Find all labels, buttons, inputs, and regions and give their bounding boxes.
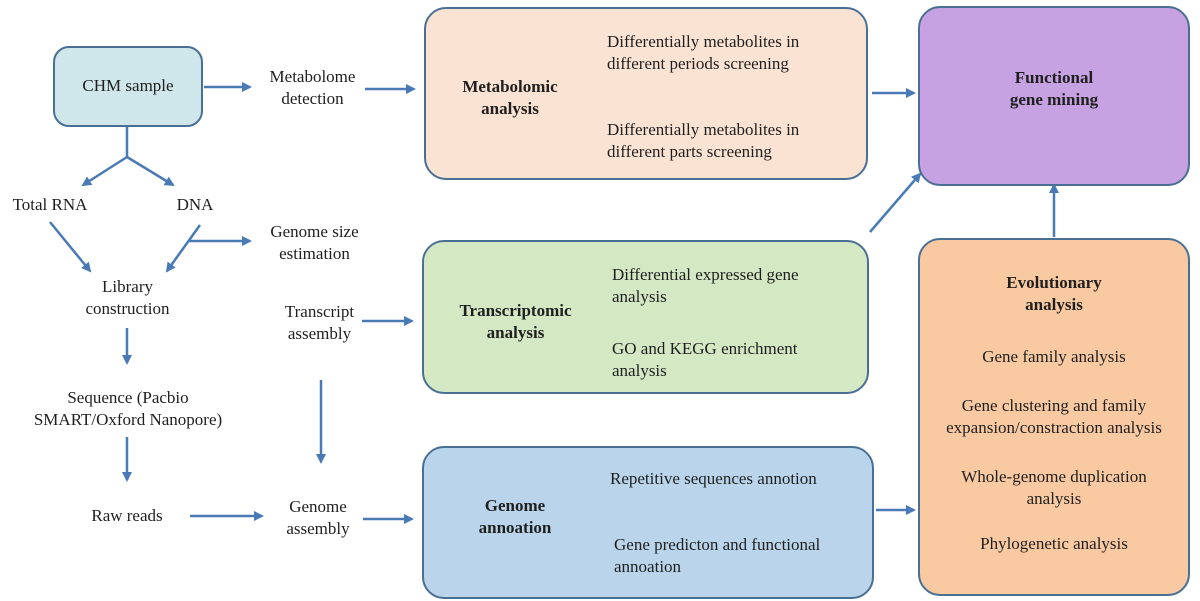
chm-sample-label: CHM sample: [82, 76, 174, 95]
genome-annoation-box: [422, 446, 874, 599]
metabolomic-title: Metabolomic analysis: [462, 77, 558, 118]
transcriptomic-item-go-kegg: GO and KEGG enrichment analysis: [612, 339, 798, 380]
library-construction-label: Library construction: [85, 277, 170, 318]
evolutionary-title: Evolutionary analysis: [1006, 273, 1102, 314]
evolutionary-item-phylogenetic: Phylogenetic analysis: [980, 534, 1128, 553]
genome-annoation-title: Genome annoation: [478, 496, 552, 537]
evolutionary-item-wgd: Whole-genome duplication analysis: [961, 467, 1147, 508]
functional-gene-mining-box: [918, 6, 1190, 186]
genome-item-repetitive: Repetitive sequences annotion: [610, 469, 817, 488]
metabolomic-item-periods: Differentially metabolites in different …: [607, 32, 800, 73]
genome-item-gene-prediction: Gene predicton and functional annoation: [614, 535, 821, 576]
evolutionary-item-gene-family: Gene family analysis: [982, 347, 1126, 366]
dna-label: DNA: [176, 195, 214, 214]
raw-reads-label: Raw reads: [91, 506, 163, 525]
arrow-sample-to-dna: [126, 155, 175, 187]
evolutionary-item-clustering: Gene clustering and family expansion/con…: [946, 396, 1162, 437]
metabolomic-analysis-box: [424, 7, 868, 180]
chm-sample-box: [53, 46, 203, 127]
metabolome-detection-label: Metabolome detection: [269, 67, 356, 108]
arrow-dna-to-library: [165, 224, 202, 273]
transcriptomic-item-deg: Differential expressed gene analysis: [612, 265, 799, 306]
total-rna-label: Total RNA: [12, 195, 88, 214]
transcript-assembly-label: Transcript assembly: [284, 302, 355, 343]
transcriptomic-analysis-box: [422, 240, 869, 394]
sequence-label: Sequence (Pacbio SMART/Oxford Nanopore): [33, 388, 223, 429]
transcriptomic-title: Transcriptomic analysis: [459, 301, 572, 342]
arrow-total-rna-to-library: [49, 221, 92, 273]
arrow-transcriptomic-to-functional: [869, 172, 922, 233]
arrow-sample-to-total-rna: [81, 155, 128, 187]
metabolomic-item-parts: Differentially metabolites in different …: [607, 120, 800, 161]
evolutionary-analysis-box: [918, 238, 1190, 596]
functional-title: Functional gene mining: [1009, 68, 1099, 109]
genome-size-estimation-label: Genome size estimation: [270, 222, 359, 263]
genome-assembly-label: Genome assembly: [286, 497, 350, 538]
